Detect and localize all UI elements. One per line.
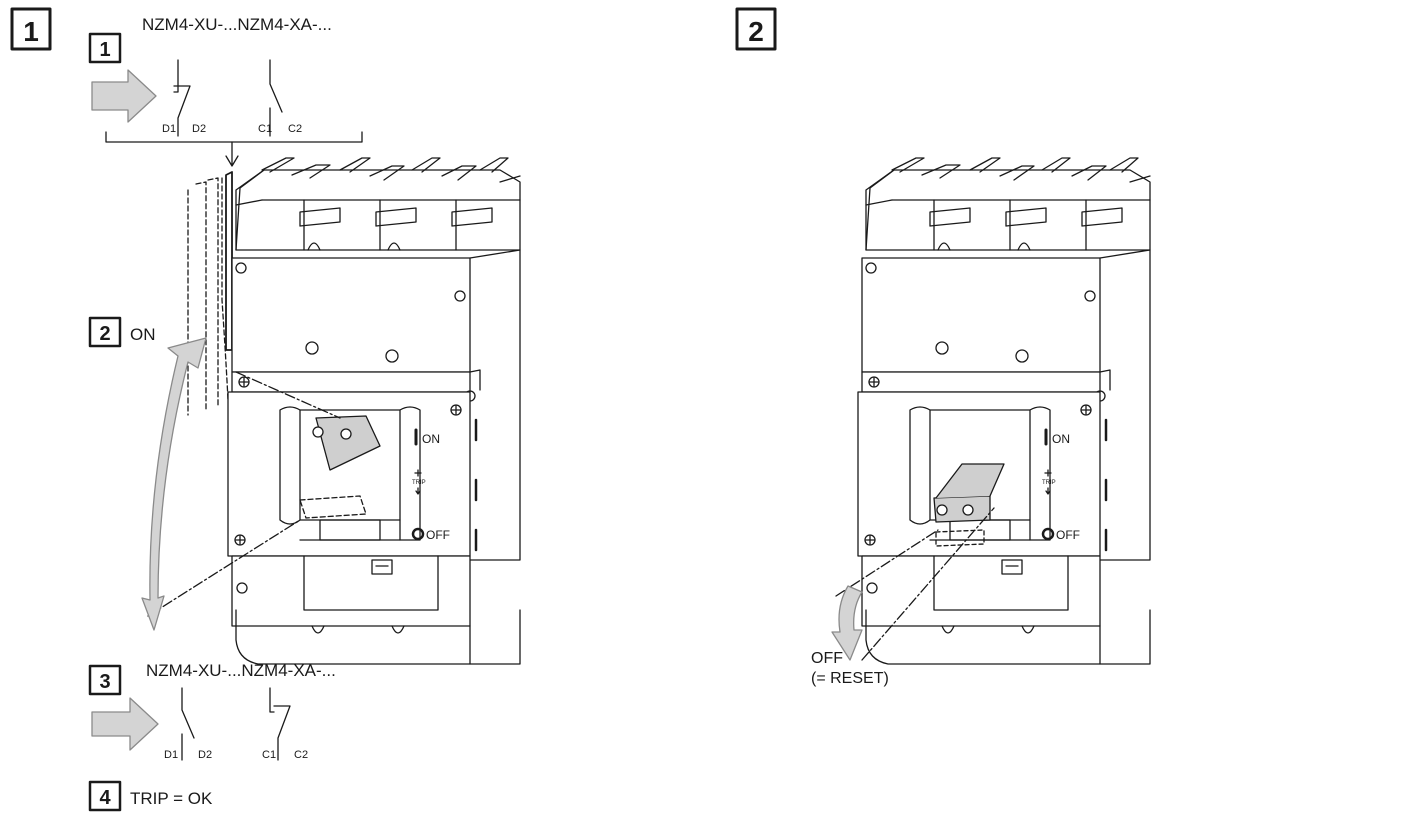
- off-label: OFF: [811, 650, 843, 667]
- step-3-number: 3: [99, 671, 110, 693]
- panel-1: 1 1 NZM4-XU-...NZM4-XA-... D1 D2 C1 C2: [10, 7, 522, 812]
- handle-off-outline: [299, 495, 367, 519]
- breaker-off-label: OFF: [1056, 528, 1080, 542]
- contact-strip-positions: [187, 177, 229, 416]
- breaker-on-label: ON: [422, 432, 440, 446]
- step-3-contacts-label: NZM4-XU-...NZM4-XA-...: [146, 661, 336, 680]
- handle-on: [315, 415, 381, 471]
- panel-2-number-box: [735, 7, 777, 51]
- contacts-bracket: [105, 131, 363, 143]
- down-arrow-icon: [225, 141, 239, 167]
- panel-1-number-box: [10, 7, 52, 51]
- insert-arrow-icon: [91, 69, 157, 123]
- reset-arrow-icon: [831, 585, 863, 661]
- breaker-on-label: ON: [1052, 432, 1070, 446]
- terminal-label: D1: [162, 123, 176, 135]
- terminal-label: C2: [294, 749, 308, 761]
- guide-line: [147, 519, 301, 617]
- breaker-off-label: OFF: [426, 528, 450, 542]
- step-1-contact-symbols: [173, 59, 283, 137]
- reset-label: (= RESET): [811, 670, 889, 687]
- step-1-contacts-label: NZM4-XU-...NZM4-XA-...: [142, 15, 332, 34]
- panel-1-number: 1: [23, 16, 39, 47]
- handle-reset-outline: [935, 529, 985, 547]
- terminal-label: C1: [262, 749, 276, 761]
- breaker-trip-label: TRIP: [412, 480, 426, 486]
- circuit-breaker: [856, 156, 1152, 666]
- terminal-label: D2: [198, 749, 212, 761]
- terminal-label: D1: [164, 749, 178, 761]
- terminal-label: D2: [192, 123, 206, 135]
- circuit-breaker: [226, 156, 522, 666]
- panel-2-number: 2: [748, 16, 764, 47]
- step-2-label: ON: [130, 325, 156, 344]
- terminal-label: C1: [258, 123, 272, 135]
- contact-strip: [225, 171, 233, 351]
- step-4-number: 4: [99, 787, 111, 809]
- panel-2: 2 ON TRIP OFF OFF (= RESET): [735, 7, 1152, 687]
- breaker-trip-label: TRIP: [1042, 480, 1056, 486]
- step-2-number: 2: [99, 323, 110, 345]
- step-1-number: 1: [99, 39, 110, 61]
- guide-line: [835, 529, 939, 597]
- step-3-contact-symbols: [181, 687, 291, 761]
- guide-line: [861, 507, 995, 661]
- swing-arrow-icon: [141, 337, 207, 631]
- guide-line: [235, 371, 341, 419]
- insert-arrow-icon: [91, 697, 159, 751]
- step-4-label: TRIP = OK: [130, 789, 213, 808]
- terminal-label: C2: [288, 123, 302, 135]
